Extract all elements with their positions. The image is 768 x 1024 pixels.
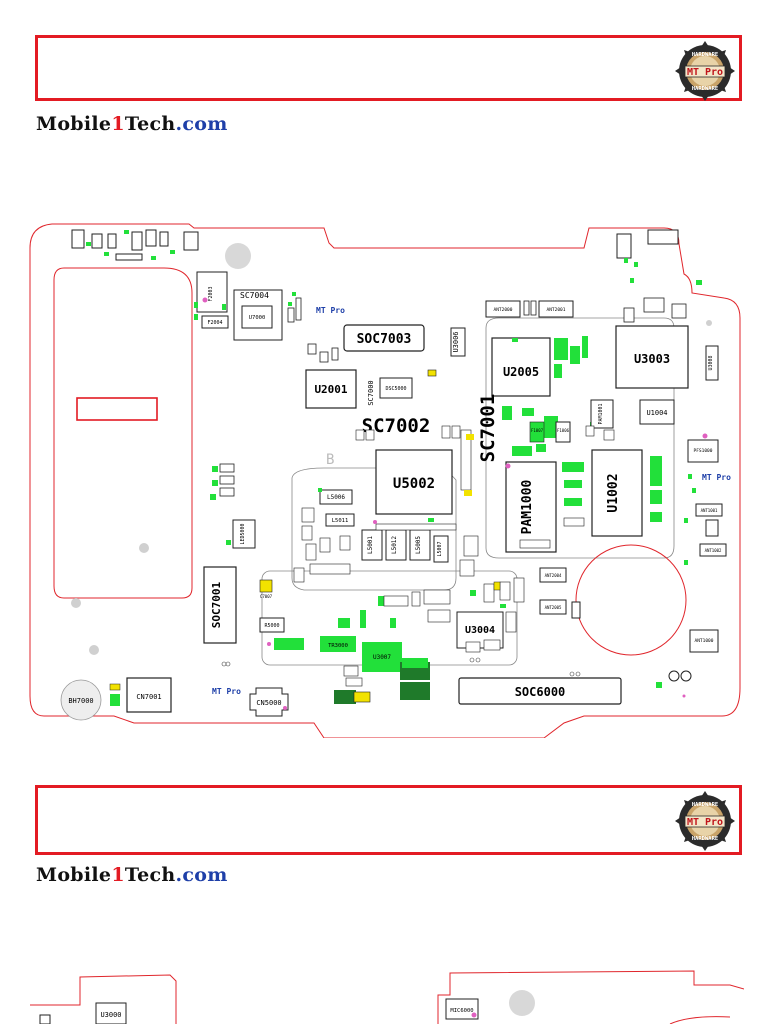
svg-text:U1004: U1004	[646, 409, 667, 417]
svg-text:SC7000: SC7000	[367, 380, 375, 405]
mt-pro-logo: MT Pro HARDWARE HARDWARE	[675, 41, 735, 101]
svg-text:ANT2005: ANT2005	[545, 605, 562, 610]
svg-text:SOC7003: SOC7003	[357, 332, 412, 347]
pcb-board-layout-2: U3000 MIC6000	[30, 965, 744, 1024]
svg-text:CN5000: CN5000	[256, 699, 281, 707]
site-brand-2: Mobile1Tech.com	[36, 864, 228, 886]
header-banner-top: MT Pro HARDWARE HARDWARE	[35, 35, 742, 101]
svg-text:TR3000: TR3000	[328, 643, 348, 649]
svg-text:MT Pro: MT Pro	[316, 306, 345, 315]
svg-text:B: B	[326, 452, 334, 468]
svg-text:L5011: L5011	[332, 518, 349, 524]
svg-text:PAM1001: PAM1001	[598, 403, 604, 424]
svg-text:ANT2001: ANT2001	[547, 307, 566, 313]
svg-text:U2001: U2001	[314, 383, 347, 396]
svg-text:F1007: F1007	[531, 428, 544, 433]
svg-text:U3004: U3004	[465, 625, 495, 636]
svg-text:HARDWARE: HARDWARE	[692, 836, 719, 842]
svg-text:HARDWARE: HARDWARE	[692, 86, 719, 92]
gear-seal-icon: MT Pro HARDWARE HARDWARE	[675, 41, 735, 101]
svg-text:F1006: F1006	[557, 428, 570, 433]
logo-text: MT Pro	[687, 67, 723, 78]
svg-text:U3006: U3006	[452, 331, 460, 352]
svg-text:F2003: F2003	[208, 286, 214, 301]
svg-text:LED5000: LED5000	[240, 523, 246, 544]
svg-text:SOC6000: SOC6000	[515, 685, 566, 699]
svg-text:U3003: U3003	[634, 352, 670, 366]
svg-text:F2004: F2004	[207, 320, 222, 326]
svg-text:PFS1000: PFS1000	[694, 448, 713, 454]
svg-text:MT Pro: MT Pro	[212, 687, 241, 696]
svg-text:L5007: L5007	[437, 541, 443, 556]
svg-text:U7000: U7000	[249, 315, 266, 321]
svg-text:L5005: L5005	[415, 536, 422, 554]
svg-text:U3000: U3000	[100, 1011, 121, 1019]
svg-text:R5000: R5000	[264, 623, 279, 629]
svg-text:SC7001: SC7001	[477, 394, 499, 463]
svg-text:ANT1001: ANT1001	[701, 508, 718, 513]
svg-text:SOC7001: SOC7001	[210, 581, 223, 628]
svg-text:L5012: L5012	[391, 536, 398, 554]
svg-text:MT Pro: MT Pro	[702, 473, 731, 482]
svg-text:BH7000: BH7000	[68, 697, 93, 705]
svg-text:ANT1002: ANT1002	[705, 548, 722, 553]
header-banner-bottom: MT Pro HARDWARE HARDWARE	[35, 785, 742, 855]
svg-text:HARDWARE: HARDWARE	[692, 52, 719, 58]
svg-text:MIC6000: MIC6000	[450, 1008, 473, 1014]
svg-text:L5001: L5001	[367, 536, 374, 554]
svg-text:DSC5000: DSC5000	[385, 386, 406, 392]
svg-text:CN7001: CN7001	[136, 693, 161, 701]
svg-text:MT Pro: MT Pro	[687, 817, 723, 828]
svg-text:SC7004: SC7004	[240, 291, 269, 300]
svg-text:U3007: U3007	[373, 654, 391, 661]
board-outline	[29, 223, 741, 739]
svg-text:HARDWARE: HARDWARE	[692, 802, 719, 808]
svg-text:ANT2004: ANT2004	[545, 573, 562, 578]
svg-text:U1002: U1002	[606, 473, 621, 512]
svg-text:C7007: C7007	[260, 594, 273, 599]
svg-text:L5006: L5006	[327, 494, 345, 501]
svg-text:PAM1000: PAM1000	[520, 479, 535, 534]
svg-text:SC7002: SC7002	[362, 415, 431, 437]
gear-seal-icon: MT Pro HARDWARE HARDWARE	[675, 791, 735, 851]
svg-text:ANT1000: ANT1000	[695, 638, 714, 644]
svg-text:U5002: U5002	[393, 476, 435, 492]
svg-text:U2005: U2005	[503, 365, 539, 379]
mt-pro-logo-2: MT Pro HARDWARE HARDWARE	[675, 791, 735, 851]
svg-text:ANT2000: ANT2000	[494, 307, 513, 313]
pcb-board-layout: F2003 F2004 SC7004 U7000 MT Pro MT Pro M…	[24, 218, 744, 739]
svg-text:U3008: U3008	[708, 355, 714, 370]
site-brand: Mobile1Tech.com	[36, 113, 228, 135]
